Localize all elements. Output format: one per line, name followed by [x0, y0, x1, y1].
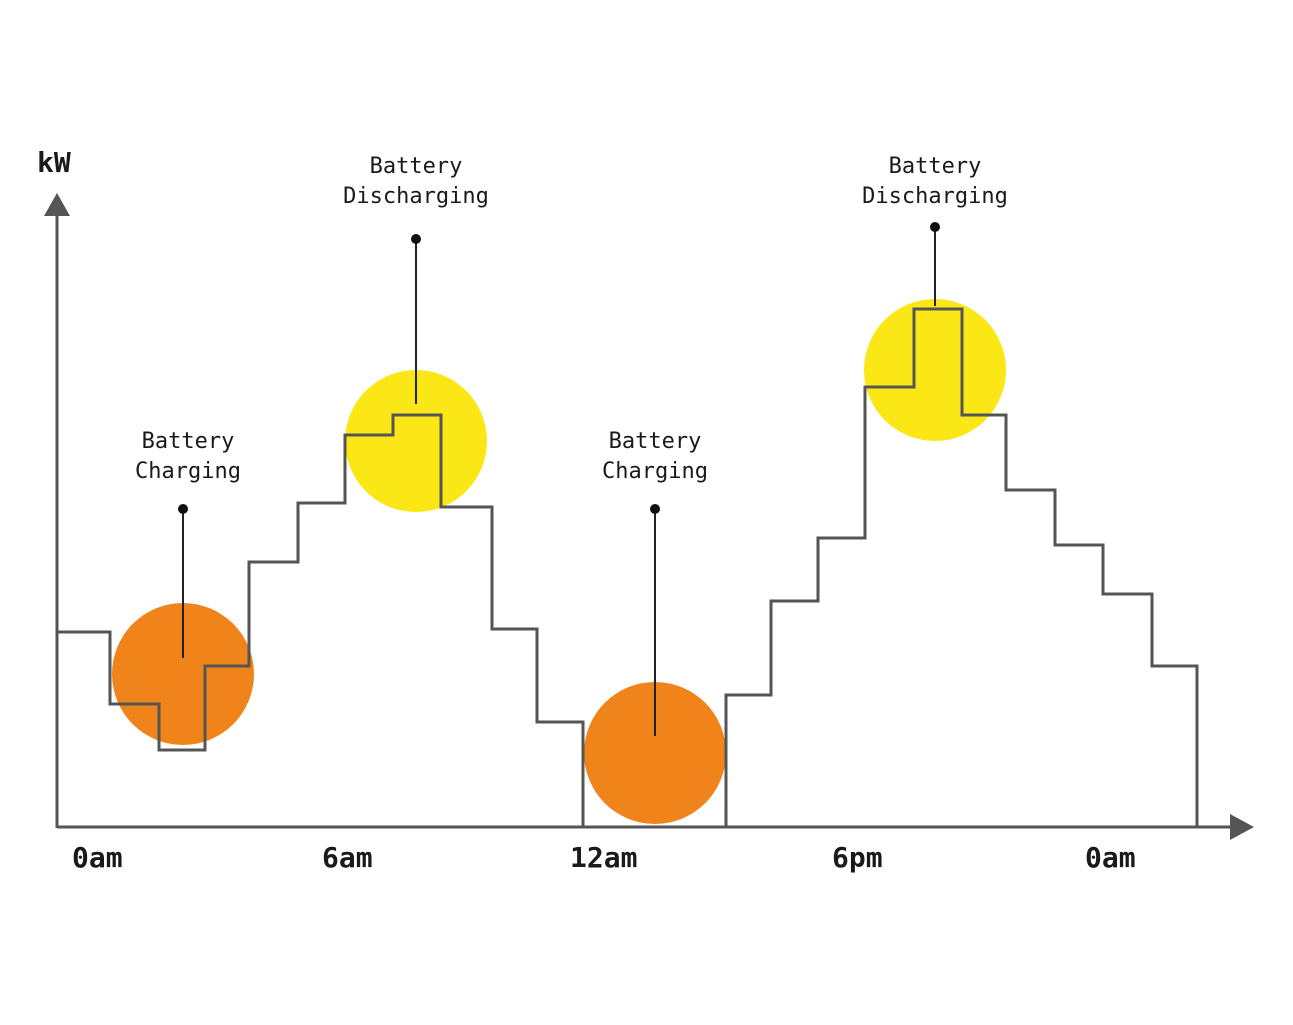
x-tick-label-4: 0am: [1085, 841, 1136, 874]
charging-circle-1: [112, 603, 254, 745]
x-axis-arrow: [1230, 814, 1254, 840]
discharging-leader-dot-1: [411, 234, 421, 244]
x-tick-label-1: 6am: [322, 841, 373, 874]
callout-4-line2: Discharging: [862, 184, 1008, 209]
discharging-leader-dot-2: [930, 222, 940, 232]
y-axis-label: kW: [37, 146, 71, 179]
callout-1-line1: Battery: [142, 429, 235, 454]
callout-3-line1: Battery: [609, 429, 702, 454]
charging-circle-2: [584, 682, 726, 824]
x-tick-label-2: 12am: [570, 841, 637, 874]
y-axis-arrow: [44, 193, 70, 216]
callout-2-line2: Discharging: [343, 184, 489, 209]
discharging-circle-1: [345, 370, 487, 512]
discharging-circle-2: [864, 299, 1006, 441]
x-tick-label-3: 6pm: [832, 841, 883, 874]
charging-leader-dot-2: [650, 504, 660, 514]
callout-4-line1: Battery: [889, 154, 982, 179]
callout-3-line2: Charging: [602, 459, 708, 484]
callout-2-line1: Battery: [370, 154, 463, 179]
callout-1-line2: Charging: [135, 459, 241, 484]
x-tick-label-0: 0am: [72, 841, 123, 874]
load-profile-line: [57, 307, 1199, 827]
charging-leader-dot-1: [178, 504, 188, 514]
